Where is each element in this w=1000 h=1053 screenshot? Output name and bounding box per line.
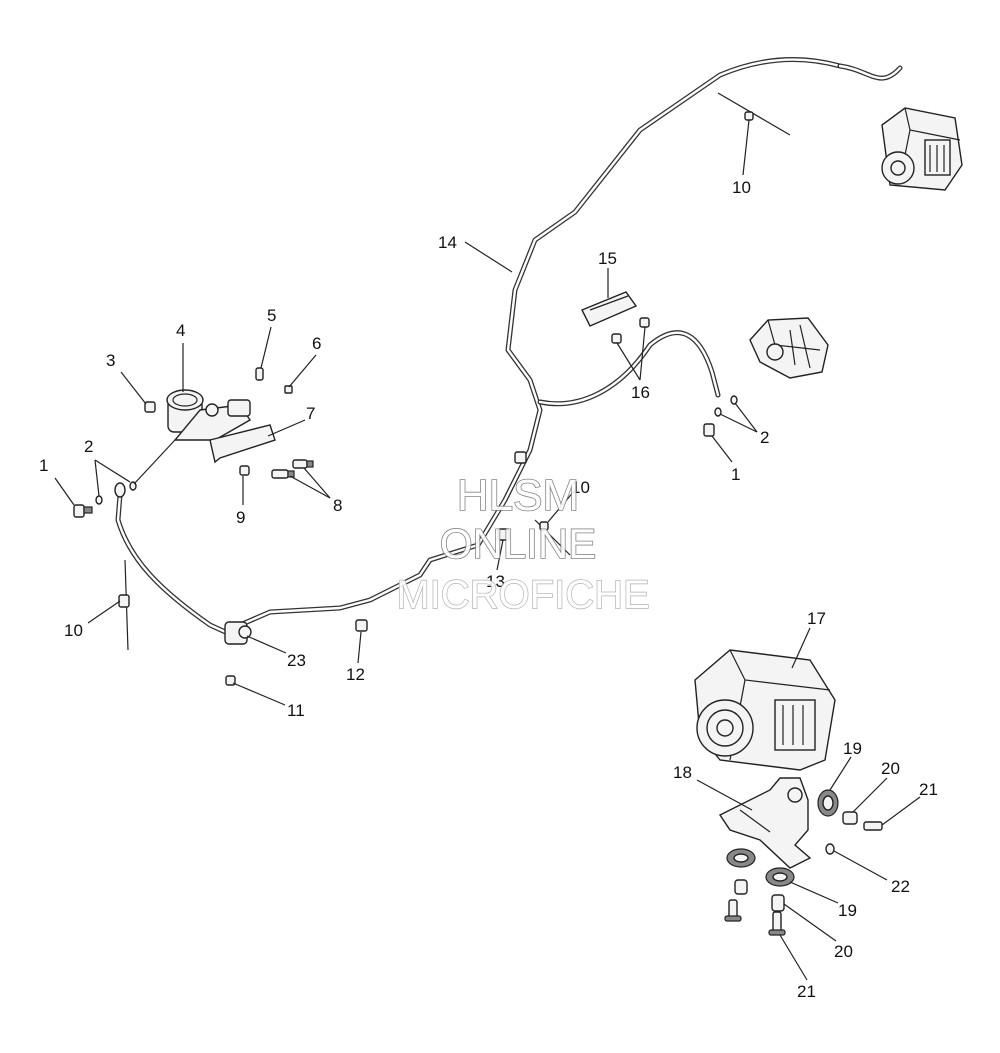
shield-15 xyxy=(581,291,638,327)
nut-9 xyxy=(239,465,250,476)
rear-caliper-icon xyxy=(749,317,829,379)
bracket-7 xyxy=(209,424,276,464)
cap-3 xyxy=(144,401,156,413)
collar-20 xyxy=(734,811,858,912)
clip-10-left xyxy=(118,559,130,651)
bolt-1-right xyxy=(703,423,715,437)
callout-10-left: 10 xyxy=(64,621,83,640)
washer-22 xyxy=(825,843,835,855)
bolt-21 xyxy=(724,821,883,936)
fitting-12 xyxy=(355,619,368,632)
bolt-1-left xyxy=(73,504,93,518)
callout-13: 13 xyxy=(486,572,505,591)
rear-caliper-line xyxy=(537,330,721,407)
washer-2-left xyxy=(95,481,137,505)
callout-14: 14 xyxy=(438,233,457,252)
watermark-line-3: MICROFICHE xyxy=(396,573,649,617)
callout-6: 6 xyxy=(312,334,321,353)
callout-16: 16 xyxy=(631,383,650,402)
clip-10-center xyxy=(534,519,571,556)
callout-1-left: 1 xyxy=(39,456,48,475)
front-brake-hose xyxy=(115,492,235,638)
banjo-fitting-left xyxy=(114,482,126,498)
callout-19-top: 19 xyxy=(843,739,862,758)
callout-12: 12 xyxy=(346,665,365,684)
callout-9: 9 xyxy=(236,508,245,527)
callout-4: 4 xyxy=(176,321,185,340)
bolts-8 xyxy=(271,459,314,479)
clip-10-top xyxy=(717,92,791,136)
watermark-line-1: HLSM xyxy=(457,471,579,520)
callout-numbers: 1 2 3 4 5 6 7 8 9 10 23 11 12 13 10 14 1… xyxy=(39,178,938,1001)
callout-21-top: 21 xyxy=(919,780,938,799)
callout-19-bottom: 19 xyxy=(838,901,857,920)
watermark: HLSM ONLINE MICROFICHE xyxy=(396,470,651,618)
callout-7: 7 xyxy=(306,404,315,423)
callout-22: 22 xyxy=(891,877,910,896)
abs-modulator-17 xyxy=(694,649,836,771)
callout-20-top: 20 xyxy=(881,759,900,778)
callout-3: 3 xyxy=(106,351,115,370)
callout-10-top: 10 xyxy=(732,178,751,197)
callout-8: 8 xyxy=(333,496,342,515)
callout-21-bottom: 21 xyxy=(797,982,816,1001)
joint-23 xyxy=(224,621,252,645)
master-cylinder-4 xyxy=(166,389,251,441)
watermark-line-2: ONLINE xyxy=(440,520,596,567)
main-brake-line-14 xyxy=(237,57,903,628)
callout-2-left: 2 xyxy=(84,437,93,456)
callout-2-right: 2 xyxy=(760,428,769,447)
callout-20-bottom: 20 xyxy=(834,942,853,961)
callout-15: 15 xyxy=(598,249,617,268)
callout-10-center: 10 xyxy=(571,478,590,497)
mount-bracket-18 xyxy=(718,777,812,869)
abs-unit-top-icon xyxy=(881,107,963,191)
clip-6 xyxy=(284,385,293,394)
callout-17: 17 xyxy=(807,609,826,628)
callout-1-right: 1 xyxy=(731,465,740,484)
callout-23: 23 xyxy=(287,651,306,670)
callout-11: 11 xyxy=(287,701,305,720)
nut-11 xyxy=(225,675,236,686)
callout-5: 5 xyxy=(267,306,276,325)
grommet-19 xyxy=(726,789,839,887)
washer-2-right xyxy=(714,395,738,417)
fitting-13 xyxy=(497,451,527,541)
pin-5 xyxy=(255,367,264,381)
callout-18: 18 xyxy=(673,763,692,782)
leader-lines xyxy=(54,119,921,981)
